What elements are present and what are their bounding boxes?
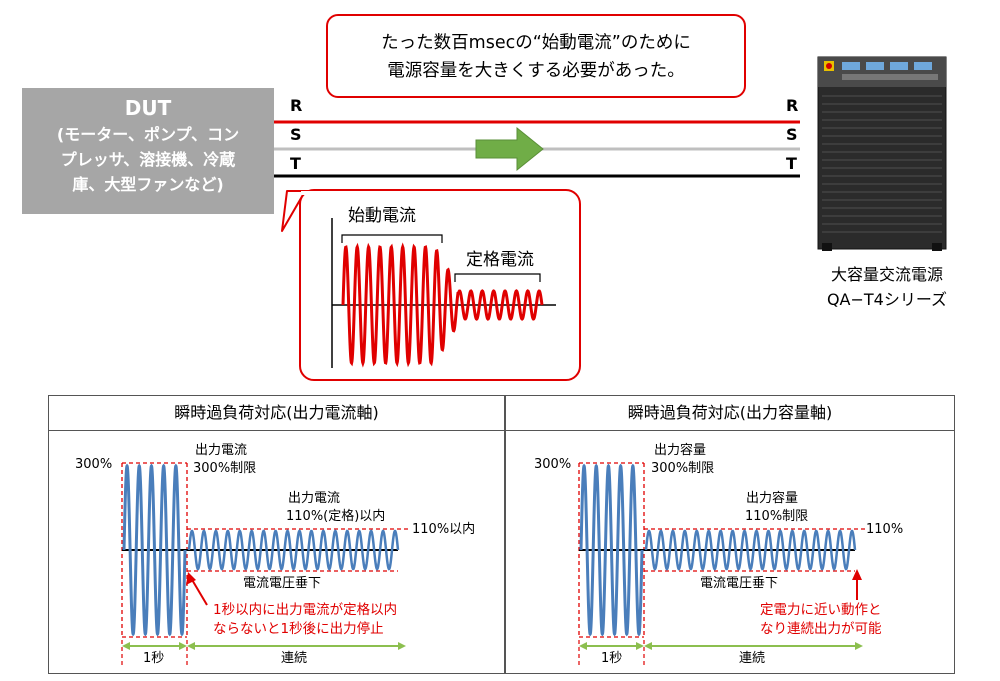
right-drop-label: 電流電圧垂下: [700, 576, 779, 591]
left-note-arrow-line: [190, 577, 208, 606]
left-overload-wave: [122, 463, 187, 637]
right-mid-label-2: 110%制限: [745, 509, 809, 524]
left-panel-chart: [121, 462, 408, 667]
phase-label-t-left: T: [290, 154, 301, 173]
start-current-bracket: [341, 234, 443, 243]
right-peak-label-2: 300%制限: [651, 461, 715, 476]
dut-desc-line-3: 庫、大型ファンなど): [72, 175, 224, 194]
left-note-arrow-head: [186, 572, 196, 585]
dut-title: DUT: [124, 96, 172, 120]
right-duration-1s-arrow-left: [579, 642, 587, 650]
left-duration-cont-arrow-right: [398, 642, 406, 650]
right-panel-chart: [578, 462, 865, 667]
left-note-line-1: 1秒以内に出力電流が定格以内: [213, 602, 398, 618]
right-panel-header: 瞬時過負荷対応(出力容量軸): [506, 396, 954, 431]
left-peak-label-2: 300%制限: [193, 461, 257, 476]
power-supply-model: QA−T4シリーズ: [826, 290, 948, 309]
rated-current-label: 定格電流: [466, 250, 534, 270]
left-duration-1s-arrow-right: [179, 642, 187, 650]
right-mid-label-1: 出力容量: [746, 491, 799, 506]
power-supply-name: 大容量交流電源: [830, 265, 943, 284]
phase-label-t-right: T: [786, 154, 797, 173]
right-duration-ticks: [578, 640, 645, 667]
right-duration-cont-arrow-right: [855, 642, 863, 650]
right-overload-wave: [579, 463, 644, 637]
left-peak-label-1: 出力電流: [195, 443, 248, 458]
right-duration-1s: 1秒: [601, 651, 623, 666]
left-panel: 瞬時過負荷対応(出力電流軸): [48, 395, 505, 674]
left-mid-label-2: 110%(定格)以内: [286, 509, 386, 524]
dut-desc-line-1: (モーター、ポンプ、コン: [56, 125, 240, 144]
dut-description: (モーター、ポンプ、コン プレッサ、溶接機、冷蔵 庫、大型ファンなど): [22, 122, 274, 197]
phase-label-s-left: S: [290, 125, 302, 144]
right-note-line-2: なり連続出力が可能: [760, 621, 882, 637]
phase-label-r-left: R: [290, 96, 303, 115]
phase-label-r-right: R: [786, 96, 799, 115]
left-duration-continuous: 連続: [281, 651, 308, 666]
top-callout-line-2: 電源容量を大きくする必要があった。: [387, 61, 685, 81]
right-duration-1s-arrow-right: [636, 642, 644, 650]
right-y-300-label: 300%: [534, 457, 572, 472]
startup-current-waveform: [341, 242, 544, 368]
left-drop-label: 電流電圧垂下: [243, 576, 322, 591]
left-y-300-label: 300%: [75, 457, 113, 472]
right-peak-label-1: 出力容量: [654, 443, 707, 458]
right-note-line-1: 定電力に近い動作と: [760, 602, 882, 618]
right-duration-cont-arrow-left: [644, 642, 652, 650]
left-rated-limit-lines: [187, 528, 408, 572]
flow-arrow-icon: [475, 126, 544, 172]
power-supply-label: 大容量交流電源 QA−T4シリーズ: [794, 262, 980, 312]
right-note-arrow-head: [852, 569, 862, 580]
left-right-level-label: 110%以内: [412, 522, 476, 537]
power-supply-image: [817, 56, 947, 251]
right-continuous-wave: [644, 529, 857, 571]
dut-desc-line-2: プレッサ、溶接機、冷蔵: [60, 150, 236, 169]
phase-label-s-right: S: [786, 125, 798, 144]
dut-box: DUT (モーター、ポンプ、コン プレッサ、溶接機、冷蔵 庫、大型ファンなど): [22, 88, 274, 214]
left-continuous-wave: [187, 529, 400, 571]
left-mid-label-1: 出力電流: [288, 491, 341, 506]
left-duration-cont-arrow-left: [187, 642, 195, 650]
left-duration-1s: 1秒: [143, 651, 165, 666]
left-note-line-2: ならないと1秒後に出力停止: [213, 621, 384, 637]
left-duration-ticks: [121, 640, 188, 667]
start-current-label: 始動電流: [348, 206, 416, 226]
right-right-level-label: 110%: [866, 522, 904, 537]
top-callout: たった数百msecの“始動電流”のために 電源容量を大きくする必要があった。: [326, 14, 746, 98]
right-panel: 瞬時過負荷対応(出力容量軸): [505, 395, 955, 674]
rated-current-bracket: [454, 273, 541, 282]
top-callout-line-1: たった数百msecの“始動電流”のために: [381, 33, 691, 53]
startup-wave-line: [341, 242, 544, 368]
right-duration-continuous: 連続: [739, 651, 766, 666]
left-panel-header: 瞬時過負荷対応(出力電流軸): [49, 396, 504, 431]
left-duration-1s-arrow-left: [122, 642, 130, 650]
right-rated-limit-lines: [644, 528, 865, 572]
